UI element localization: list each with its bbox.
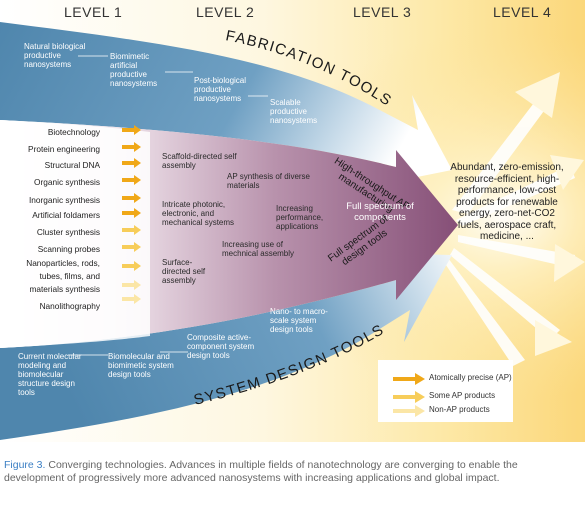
design-level-2: Biomolecular and biomimetic system desig…: [108, 352, 174, 379]
design-level-1: Current molecular modeling and biomolecu…: [18, 352, 82, 397]
component-intricate-systems: Intricate photonic, electronic, and mech…: [162, 200, 235, 227]
component-increasing-performance: Increasing performance, applications: [276, 204, 324, 231]
field-biotechnology: Biotechnology: [47, 127, 100, 137]
legend-label-non-ap: Non-AP products: [429, 405, 490, 414]
component-ap-synthesis: AP synthesis of diverse materials: [227, 172, 311, 190]
fabrication-level-1: Natural biological productive nanosystem…: [24, 42, 86, 69]
level-4-header: LEVEL 4: [493, 4, 552, 20]
field-nanolithography: Nanolithography: [39, 301, 100, 311]
field-organic-synthesis: Organic synthesis: [34, 177, 100, 187]
components-band-white-left: [0, 120, 150, 348]
level-4-outcome: Abundant, zero-emission, resource-effici…: [450, 162, 564, 242]
level-1-header: LEVEL 1: [64, 4, 123, 20]
design-level-3: Composite active-component system design…: [187, 333, 255, 360]
level-2-header: LEVEL 2: [196, 4, 255, 20]
field-materials-synthesis: materials synthesis: [29, 284, 100, 294]
fabrication-tools-band: [0, 22, 452, 186]
component-mechanical-assembly: Increasing use of mechnical assembly: [222, 240, 295, 258]
connector-lines: [68, 55, 268, 356]
field-scanning-probes: Scanning probes: [37, 244, 100, 254]
fabrication-level-4: Scalable productive nanosystems: [270, 98, 318, 125]
legend-label-some-ap: Some AP products: [429, 391, 496, 400]
radiating-rays: [444, 95, 575, 366]
arrows-some-ap: [122, 225, 141, 271]
convergence-diagram: FABRICATION TOOLS SYSTEM DESIGN TOOLS LE…: [0, 0, 585, 442]
fabrication-level-3: Post-biological productive nanosystems: [194, 76, 247, 103]
field-protein-engineering: Protein engineering: [28, 144, 100, 154]
legend-label-ap: Atomically precise (AP): [429, 373, 512, 382]
design-tools-band: [0, 253, 452, 440]
design-level-4: Nano- to macro-scale system design tools: [270, 307, 328, 334]
field-arrows: [122, 125, 141, 304]
component-scaffold-directed: Scaffold-directed self assembly: [162, 152, 237, 170]
arrows-atomically-precise: [122, 125, 141, 218]
field-cluster-synthesis: Cluster synthesis: [36, 227, 100, 237]
components-endpoint: Full spectrum of components: [346, 201, 414, 223]
arrows-non-ap: [122, 280, 141, 304]
component-surface-directed: Surface-directed self assembly: [162, 258, 206, 285]
field-artificial-foldamers: Artificial foldamers: [32, 210, 100, 220]
field-structural-dna: Structural DNA: [44, 160, 100, 170]
figure-caption-label: Figure 3.: [4, 459, 46, 471]
fabrication-level-2: Biomimetic artificial productive nanosys…: [110, 52, 158, 88]
radiating-arrowheads: [515, 72, 585, 356]
diagram-graphics: FABRICATION TOOLS SYSTEM DESIGN TOOLS: [0, 0, 585, 442]
legend-box: [378, 360, 513, 422]
field-inorganic-synthesis: Inorganic synthesis: [28, 195, 100, 205]
level-3-header: LEVEL 3: [353, 4, 412, 20]
field-tubes-films: tubes, films, and: [39, 271, 100, 281]
field-nanoparticles: Nanoparticles, rods,: [26, 258, 100, 268]
figure-caption-text: Converging technologies. Advances in mul…: [4, 459, 518, 484]
figure-caption: Figure 3. Converging technologies. Advan…: [4, 459, 579, 485]
